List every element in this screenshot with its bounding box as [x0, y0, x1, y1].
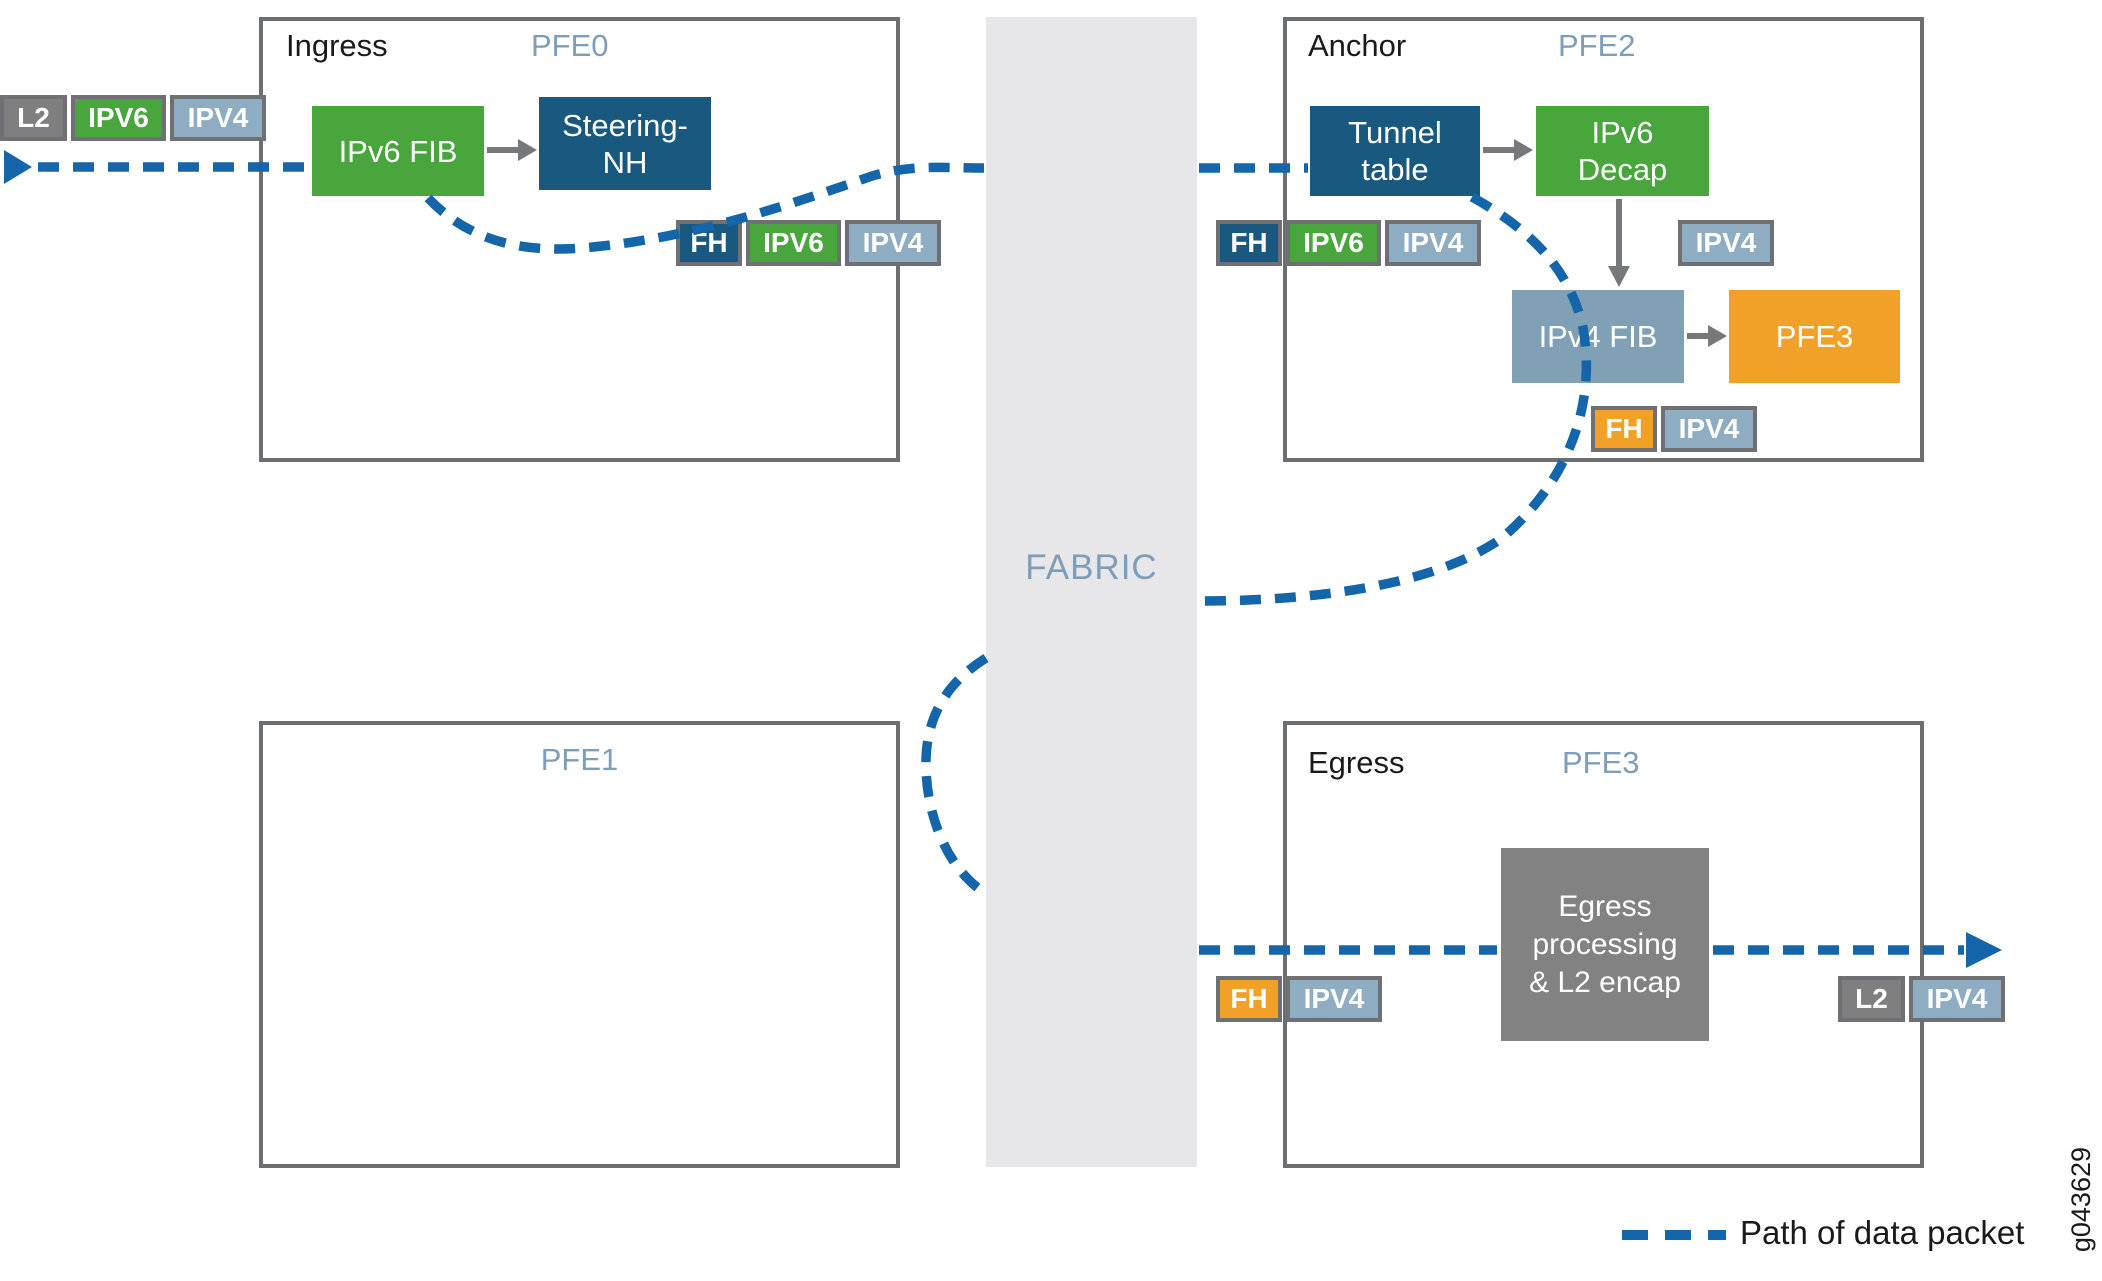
packet-header-anchor-in: FH IPV6 IPV4 [1216, 220, 1481, 266]
fh-chip: FH [1216, 976, 1282, 1022]
ipv6-decap-line1: IPv6 [1591, 115, 1654, 150]
packet-entry-arrowhead [4, 150, 32, 184]
packet-exit-arrowhead [1966, 932, 2002, 968]
packet-header-ingress-out: FH IPV6 IPV4 [676, 220, 941, 266]
ipv6-decap-line2: Decap [1577, 152, 1668, 187]
l2-chip: L2 [0, 95, 67, 141]
pfe1-label: PFE1 [540, 742, 619, 777]
egress-processing-node: Egress processing & L2 encap [1501, 848, 1709, 1041]
tunnel-table-line1: Tunnel [1348, 115, 1442, 150]
l2-chip: L2 [1838, 976, 1905, 1022]
packet-header-egress-in: FH IPV4 [1216, 976, 1382, 1022]
ipv4-chip: IPV4 [1286, 976, 1382, 1022]
pfe0-label: PFE0 [531, 28, 609, 63]
fh-chip: FH [676, 220, 742, 266]
path-fabric-arc [921, 653, 989, 895]
ipv4-fib-node: IPv4 FIB [1512, 290, 1684, 383]
pfe1-box [259, 721, 900, 1168]
pfe3-target-text: PFE3 [1775, 319, 1854, 354]
packet-header-ingress-in: L2 IPV6 IPV4 [0, 95, 266, 141]
egress-processing-line3: & L2 encap [1529, 965, 1681, 999]
pfe3-target-node: PFE3 [1729, 290, 1900, 383]
ipv6-chip: IPV6 [71, 95, 166, 141]
packet-header-anchor-out: FH IPV4 [1591, 406, 1757, 452]
egress-processing-line2: processing [1532, 927, 1678, 961]
ipv6-fib-node: IPv6 FIB [312, 106, 484, 196]
steering-nh-node: Steering- NH [539, 97, 711, 190]
ipv6-decap-node: IPv6 Decap [1536, 106, 1709, 196]
egress-processing-line1: Egress [1558, 889, 1652, 923]
ipv4-chip: IPV4 [845, 220, 941, 266]
fabric-label: FABRIC [1025, 548, 1158, 587]
legend-label: Path of data packet [1740, 1214, 2025, 1251]
ipv4-chip: IPV4 [170, 95, 266, 141]
tunnel-table-node: Tunnel table [1310, 106, 1480, 196]
fabric-band [986, 17, 1197, 1167]
ipv4-fib-text: IPv4 FIB [1538, 319, 1658, 354]
steering-nh-line2: NH [602, 144, 648, 180]
figure-id-watermark: g043629 [2066, 1147, 2096, 1253]
pfe2-label: PFE2 [1558, 28, 1636, 63]
packet-header-egress-out: L2 IPV4 [1838, 976, 2005, 1022]
ipv4-chip: IPV4 [1385, 220, 1481, 266]
ipv4-chip: IPV4 [1661, 406, 1757, 452]
anchor-section-label: Anchor [1308, 28, 1407, 63]
ipv6-chip: IPV6 [1286, 220, 1381, 266]
ipv6-fib-text: IPv6 FIB [338, 133, 458, 169]
steering-nh-line1: Steering- [562, 107, 688, 143]
fh-chip: FH [1591, 406, 1657, 452]
ingress-section-label: Ingress [286, 28, 388, 63]
fh-chip: FH [1216, 220, 1282, 266]
ipv4-chip: IPV4 [1909, 976, 2005, 1022]
tunnel-table-line2: table [1361, 152, 1429, 187]
pfe3-label: PFE3 [1562, 745, 1640, 780]
egress-section-label: Egress [1308, 745, 1405, 780]
packet-header-anchor-ipv4: IPV4 [1678, 220, 1774, 266]
ipv6-chip: IPV6 [746, 220, 841, 266]
ipv4-chip: IPV4 [1678, 220, 1774, 266]
